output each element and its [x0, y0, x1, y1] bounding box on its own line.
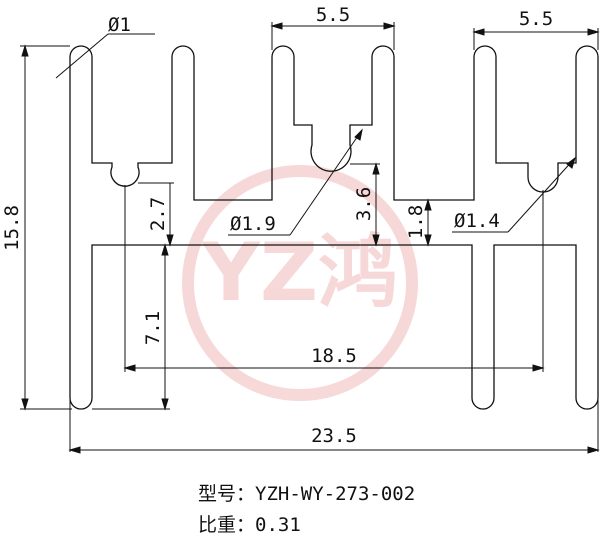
dim-slot-width-right: 5.5 [519, 8, 553, 30]
weight-ratio-caption: 比重：0.31 [198, 514, 301, 535]
dim-tip-diameter: Ø1 [108, 14, 131, 36]
watermark-text: YZ鸿 [201, 226, 398, 319]
watermark-logo: YZ鸿 [182, 165, 418, 401]
dim-2-7: 2.7 [147, 197, 169, 231]
dim-slot-width-mid: 5.5 [316, 4, 350, 26]
model-caption: 型号：YZH-WY-273-002 [198, 483, 416, 505]
heatsink-outline [69, 45, 599, 410]
dim-groove-dia-right: Ø1.4 [454, 210, 500, 232]
dim-7-1: 7.1 [142, 311, 164, 345]
dim-1-8: 1.8 [405, 205, 427, 239]
dim-height: 15.8 [1, 205, 23, 251]
dimension-lines [20, 22, 600, 454]
dim-total-width: 23.5 [311, 425, 357, 447]
dim-base-span: 18.5 [311, 345, 357, 367]
dim-3-6: 3.6 [353, 187, 375, 221]
dim-groove-dia-mid: Ø1.9 [230, 213, 276, 235]
